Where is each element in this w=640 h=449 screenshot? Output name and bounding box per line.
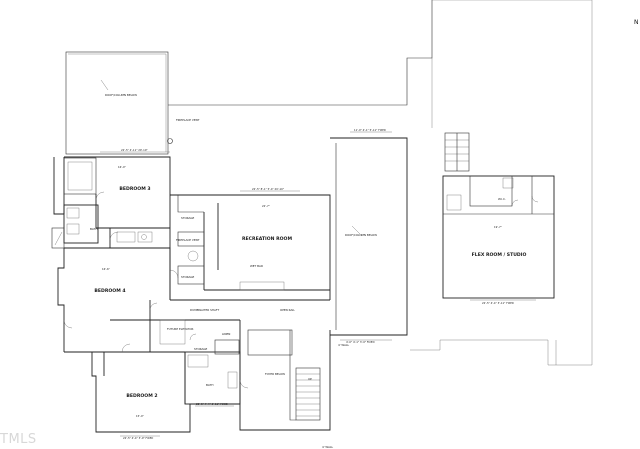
room-label-storage2: STORAGE — [181, 275, 195, 279]
room-label-bedroom4: BEDROOM 4 — [94, 288, 125, 294]
door-swings — [63, 191, 249, 389]
dim-bedroom2-width: 15'-0" — [136, 414, 144, 418]
room-label-bath: BATH — [90, 227, 97, 231]
room-label-bedroom2: BEDROOM 2 — [126, 393, 157, 399]
dim-rec-top: 22'-5" 8'-1" 5'-4" 20'-10" — [252, 187, 284, 191]
room-label-recreation: RECREATION ROOM — [242, 236, 292, 242]
note-wet-bar: WET BAR — [250, 264, 263, 268]
dim-stair-bottom: 22'-5" 4'-4" 3'-11" FIXED — [196, 402, 228, 406]
roof-outline-top — [65, 51, 169, 155]
note-knee-wall-2: 4' WALL — [322, 445, 334, 449]
main-walls — [51, 137, 408, 433]
room-label-linen: LINEN — [222, 332, 230, 336]
room-label-wic: W.I.C. — [498, 197, 506, 201]
dim-top-bedroom3: 22'-5" 4'-11" 20'-10" — [121, 148, 148, 152]
note-fireplace-vent2: FIREPLACE VENT — [176, 238, 200, 242]
note-dumbwaiter: DUMBWAITER SHAFT — [190, 308, 219, 312]
watermark: TMLS — [0, 432, 37, 447]
dim-bedroom4-width: 16'-6" — [102, 267, 110, 271]
corner-mark: N — [634, 19, 639, 26]
note-knee-wall-1: 4' WALL — [338, 343, 350, 347]
dim-rec-inner: 22'-7" — [262, 204, 270, 208]
roof-outline-right — [168, 0, 593, 366]
dimension-lines — [100, 131, 536, 437]
flex-room-block — [442, 132, 555, 299]
room-label-bath2: BATH — [206, 383, 213, 387]
note-fireplace-vent: FIREPLACE VENT — [176, 118, 200, 122]
note-roof-below-right: ROOF/COLUMN BELOW — [345, 233, 377, 237]
room-label-bedroom3: BEDROOM 3 — [119, 186, 150, 192]
note-foyer-below: FOYER BELOW — [265, 372, 285, 376]
room-label-flex: FLEX ROOM / STUDIO — [472, 252, 527, 258]
note-future-elevator: FUTURE ELEVATOR — [167, 327, 193, 331]
dim-right-top: 11'-0" 4'-1" 5'-11" FIXED — [354, 128, 386, 132]
dim-bedroom2-bottom: 22'-5" 4'-4" 3'-0" FIXED — [123, 436, 153, 440]
room-label-storage1: STORAGE — [181, 216, 195, 220]
dim-bedroom3-width: 16'-0" — [118, 165, 126, 169]
room-label-storage3: STORAGE — [194, 347, 208, 351]
stair — [295, 367, 321, 421]
dim-flex-top: 19'-7" — [494, 225, 502, 229]
fireplace-vent-marker — [167, 138, 173, 144]
dim-flex-bottom: 22'-5" 4'-4" 3'-11" FIXED — [482, 301, 514, 305]
note-roof-below-top: ROOF/COLUMN BELOW — [105, 93, 137, 97]
dim-right-bottom: 4'-0" 4'-1" 3'-0" FIXED — [346, 340, 375, 344]
note-open-rail: OPEN RAIL — [280, 308, 295, 312]
note-stair-up: UP — [308, 377, 312, 381]
